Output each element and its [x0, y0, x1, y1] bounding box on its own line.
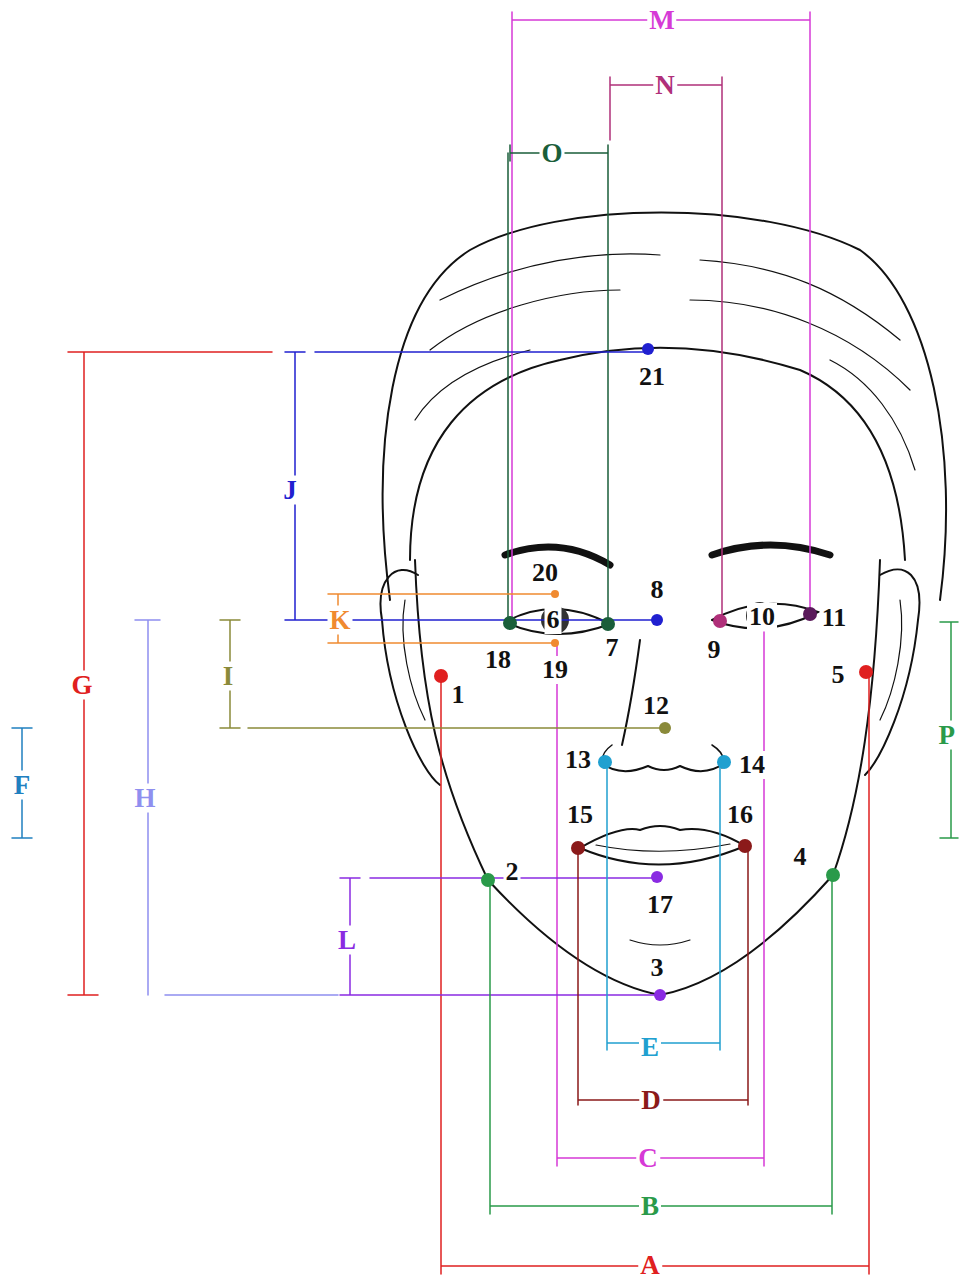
- dimension-letter: O: [539, 139, 564, 168]
- dimension-letter: N: [653, 71, 677, 100]
- callout-number: 3: [649, 954, 666, 982]
- callout-number: 6: [545, 606, 562, 634]
- callout-number: 4: [792, 843, 809, 871]
- callout-number: 19: [540, 656, 570, 684]
- dimension-letter: F: [12, 771, 33, 800]
- callout-number: 17: [645, 891, 675, 919]
- dimension-letter: J: [281, 476, 299, 505]
- callout-number: 1: [450, 681, 467, 709]
- dimension-letter: K: [327, 606, 352, 635]
- dimension-letter: D: [639, 1086, 663, 1115]
- callout-number: 12: [641, 692, 671, 720]
- callout-number: 21: [637, 363, 667, 391]
- callout-number: 7: [604, 634, 621, 662]
- dimension-letter: G: [69, 671, 94, 700]
- callout-number: 5: [830, 661, 847, 689]
- callout-number: 16: [725, 801, 755, 829]
- callout-number: 9: [706, 636, 723, 664]
- dimension-letter: P: [937, 721, 958, 750]
- dimension-letter: I: [221, 662, 236, 691]
- callout-number: 10: [747, 603, 777, 631]
- callout-number: 11: [820, 604, 849, 632]
- callout-number: 15: [565, 801, 595, 829]
- callout-number: 14: [737, 751, 767, 779]
- dimension-letter: E: [639, 1033, 661, 1062]
- dimension-letter: C: [636, 1144, 660, 1173]
- dimension-letter: A: [638, 1251, 662, 1279]
- dimension-letter: M: [647, 6, 676, 35]
- callout-number: 8: [649, 576, 666, 604]
- callout-number: 13: [563, 746, 593, 774]
- callout-number: 2: [504, 858, 521, 886]
- callout-number: 20: [530, 559, 560, 587]
- callout-number: 18: [483, 646, 513, 674]
- dimension-letter: L: [336, 926, 358, 955]
- dimension-letter: B: [639, 1192, 661, 1221]
- dimension-letter: H: [132, 784, 157, 813]
